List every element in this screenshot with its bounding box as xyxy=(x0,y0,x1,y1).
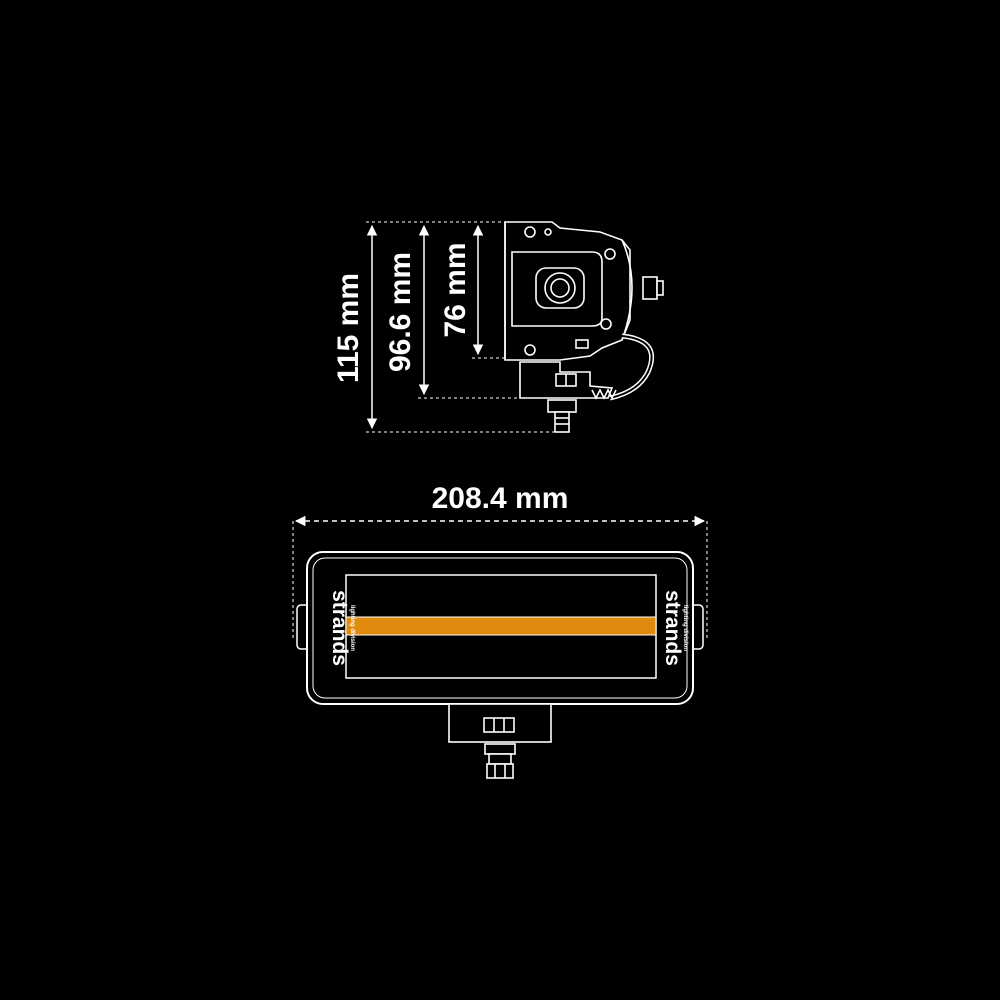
svg-text:lighting division: lighting division xyxy=(682,605,688,651)
dim-label-115: 115 mm xyxy=(332,273,365,383)
svg-text:strands: strands xyxy=(328,590,351,666)
brand-logo-left: strands lighting division xyxy=(328,590,355,666)
side-view: 115 mm 96.6 mm 76 mm xyxy=(332,221,664,433)
front-view: 208.4 mm strands lighting division stran… xyxy=(292,482,708,779)
dim-label-76: 76 mm xyxy=(439,242,472,337)
amber-light-strip xyxy=(345,616,657,636)
dim-label-96-6: 96.6 mm xyxy=(384,252,417,372)
brand-logo-right: strands lighting division xyxy=(661,590,688,666)
mounting-bracket xyxy=(448,703,552,779)
svg-text:strands: strands xyxy=(661,590,684,666)
extension-lines xyxy=(366,221,560,433)
svg-text:lighting division: lighting division xyxy=(349,605,355,651)
side-housing xyxy=(504,221,664,433)
dim-label-208-4: 208.4 mm xyxy=(432,482,569,515)
